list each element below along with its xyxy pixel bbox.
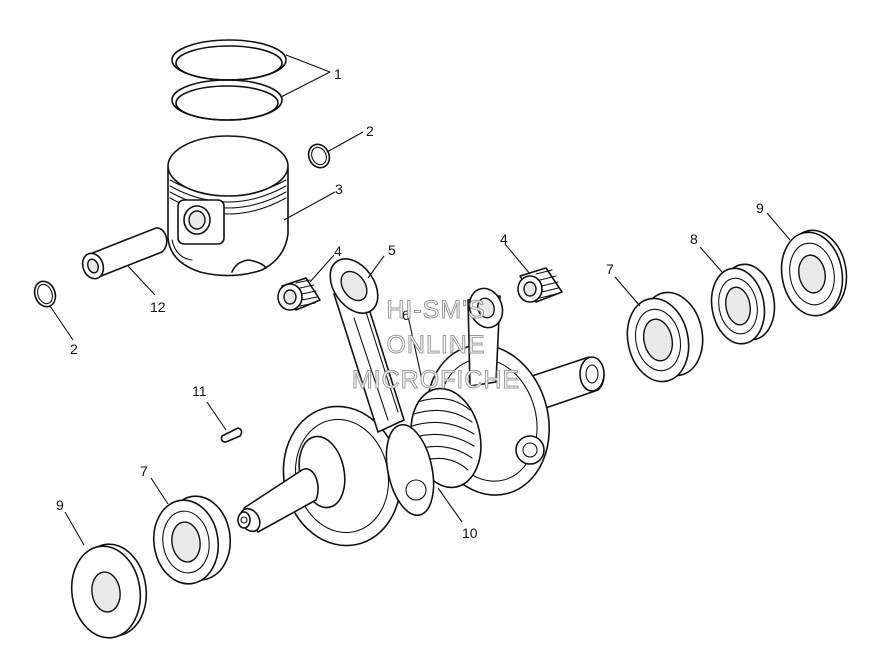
leader-lines [49,54,791,546]
needle-bearing-left [277,277,321,311]
callout-7-right: 7 [606,261,614,277]
piston-pin [81,227,168,280]
circlip-right [307,143,331,169]
bearing-left [152,495,232,585]
seal-ring [710,263,776,345]
connecting-rod [329,258,405,433]
watermark-line-2: ONLINE [386,331,485,359]
callout-10: 10 [462,525,478,541]
watermark: HI-SM'S ONLINE MICROFICHE [351,296,520,395]
watermark-line-3: MICROFICHE [352,366,520,394]
callout-3: 3 [335,181,343,197]
callout-9-left: 9 [56,497,64,513]
callout-4-left: 4 [334,243,342,259]
bearing-right [626,291,704,383]
woodruff-key [220,427,243,443]
callout-4-right: 4 [500,231,508,247]
callout-2-left: 2 [70,341,78,357]
callout-2-right: 2 [366,123,374,139]
connecting-rod-2 [467,287,504,387]
callout-12: 12 [150,299,166,315]
callout-labels: 1 2 3 4 5 4 7 8 9 6 12 2 11 7 9 10 [56,66,764,541]
callout-1: 1 [334,66,342,82]
callout-8: 8 [690,231,698,247]
circlip-left [33,280,57,308]
callout-9-right: 9 [756,200,764,216]
piston-rings [171,39,287,121]
crankshaft [237,344,605,547]
oil-seal-right [780,229,848,317]
callout-6: 6 [402,307,410,323]
oil-seal-left [70,543,148,639]
callout-7-left: 7 [140,463,148,479]
piston [167,135,289,277]
needle-bearing-right [517,267,563,303]
watermark-line-1: HI-SM'S [386,296,485,324]
callout-11: 11 [192,383,207,399]
callout-5: 5 [388,242,396,258]
